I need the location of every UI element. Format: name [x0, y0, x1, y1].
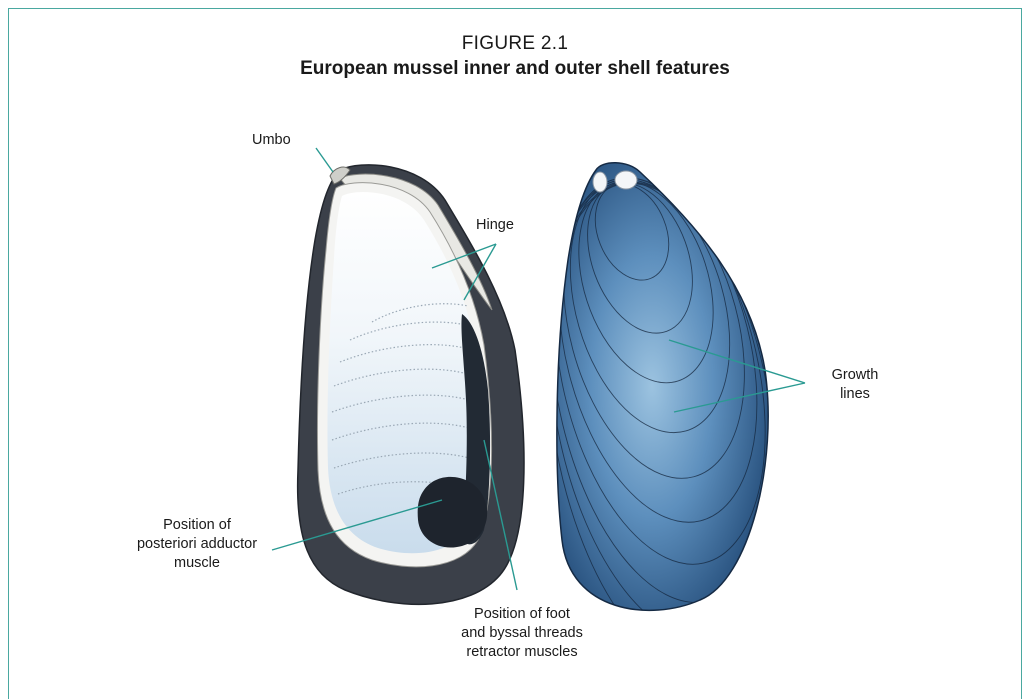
adductor-muscle-label: Position of posteriori adductor muscle: [122, 516, 272, 573]
umbo-leader: [316, 148, 333, 172]
foot-retractor-label-line2: and byssal threads: [442, 624, 602, 643]
foot-retractor-label: Position of foot and byssal threads retr…: [442, 605, 602, 662]
adductor-muscle-scar: [418, 477, 487, 548]
adductor-muscle-label-line2: posteriori adductor: [122, 535, 272, 554]
foot-retractor-label-line1: Position of foot: [442, 605, 602, 624]
foot-retractor-label-line3: retractor muscles: [442, 643, 602, 662]
growth-lines-label: Growth lines: [815, 366, 895, 404]
hinge-label: Hinge: [476, 216, 514, 235]
outer-shell-body: [557, 163, 768, 611]
growth-lines-label-line2: lines: [815, 385, 895, 404]
umbo-label: Umbo: [252, 131, 291, 150]
adductor-muscle-label-line3: muscle: [122, 554, 272, 573]
growth-lines-label-line1: Growth: [815, 366, 895, 385]
adductor-muscle-label-line1: Position of: [122, 516, 272, 535]
